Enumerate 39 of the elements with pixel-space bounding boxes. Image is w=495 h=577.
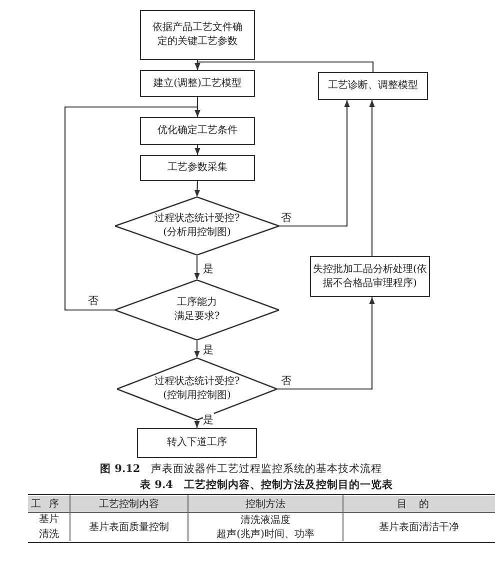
figure-caption: 图 9.12 声表面波器件工艺过程监控系统的基本技术流程 (100, 462, 382, 476)
decision-text: 过程状态统计受控?(分析用控制图) (153, 212, 241, 240)
edge-label: 是 (203, 413, 214, 427)
edge-label: 否 (281, 211, 292, 225)
process-box: 建立(调整)工艺模型 (140, 70, 255, 97)
table-cell-text: 基片表面清洁干净 (379, 520, 459, 534)
table-cell-text: 超声(兆声)时间、功率 (216, 528, 314, 542)
arrow (194, 255, 200, 280)
edge-label: 否 (88, 294, 99, 308)
table-cell-text: 基片表面质量控制 (89, 520, 169, 534)
arrow (194, 145, 200, 155)
arrow (194, 61, 374, 72)
table-cell-text: 基片清洗 (38, 512, 60, 542)
arrow (279, 100, 350, 227)
decision-text: 过程状态统计受控?(控制用控制图) (153, 375, 241, 403)
arrow (277, 297, 375, 390)
decision-diamond (115, 280, 279, 340)
process-box: 工艺参数采集 (140, 155, 255, 181)
process-box: 失控批加工品分析处理(依据不合格品审理程序) (310, 256, 430, 297)
arrow (194, 180, 200, 198)
edge-label: 是 (203, 262, 214, 276)
process-box: 转入下道工序 (137, 428, 257, 458)
process-box: 工艺诊断、调整模型 (318, 72, 428, 100)
arrow (369, 100, 375, 256)
table-title: 表 9.4 工艺控制内容、控制方法及控制目的一览表 (140, 478, 393, 494)
edge-label: 否 (281, 374, 292, 388)
arrow (194, 420, 200, 428)
column-header: 目的 (397, 498, 441, 512)
decision-diamond (115, 197, 279, 255)
column-header: 控制方法 (246, 498, 286, 512)
decision-text: 工序能力满足要求? (173, 296, 221, 324)
edge-label: 是 (203, 343, 214, 357)
process-box: 优化确定工艺条件 (140, 117, 255, 145)
column-header: 工艺控制内容 (99, 498, 159, 512)
column-header: 工序 (31, 498, 67, 512)
arrow (194, 340, 200, 358)
process-box: 依据产品工艺文件确定的关键工艺参数 (140, 10, 255, 60)
arrow (64, 106, 200, 311)
table-cell-text: 清洗液温度 (240, 514, 290, 528)
